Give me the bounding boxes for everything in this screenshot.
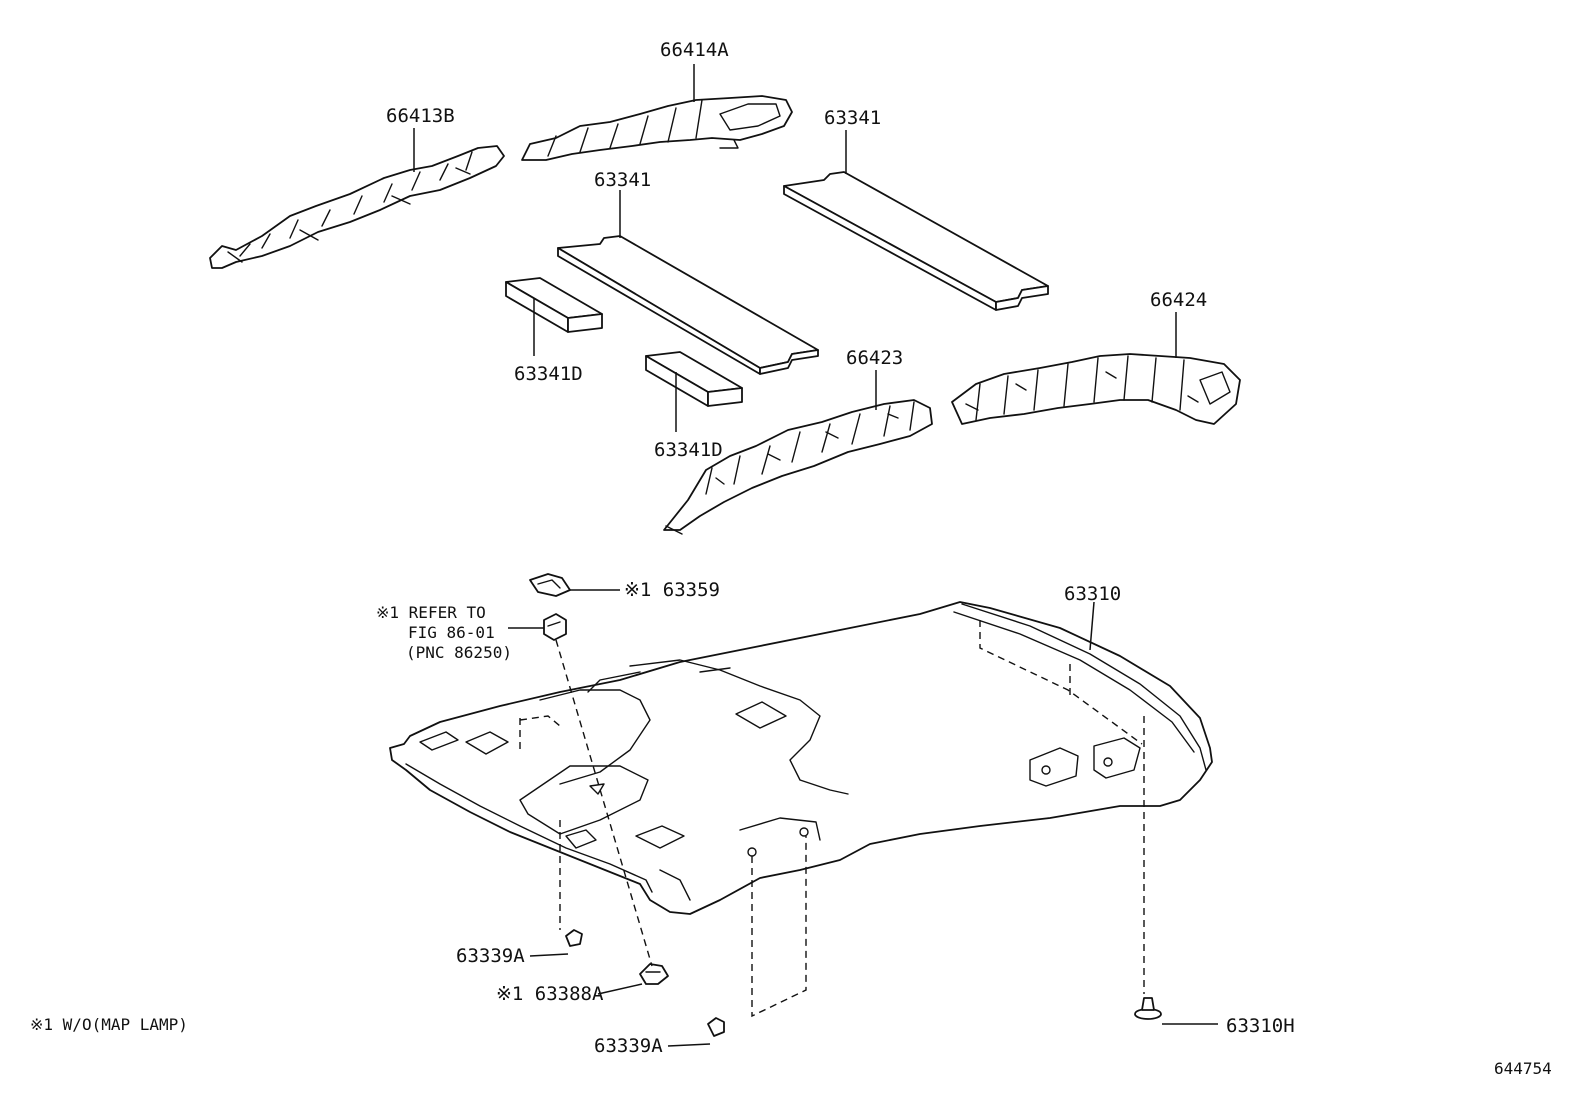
label-63341-center: 63341 <box>594 169 651 191</box>
leader-63339a-lower <box>667 1043 711 1047</box>
part-66413b-shape[interactable] <box>209 145 505 269</box>
leader-63310 <box>1089 601 1095 651</box>
leader-63339a-left <box>529 953 569 957</box>
label-66413b: 66413B <box>386 105 455 127</box>
part-63310-headlining[interactable] <box>389 601 1213 915</box>
part-63341-right-pad[interactable] <box>783 171 1049 311</box>
fit-line-63359 <box>555 639 653 967</box>
part-66414a-shape[interactable] <box>521 95 793 161</box>
label-63339a-lower: 63339A <box>594 1035 663 1057</box>
part-66424-shape[interactable] <box>951 353 1241 425</box>
label-63310: 63310 <box>1064 583 1121 605</box>
label-63388a: ※1 63388A <box>496 983 604 1005</box>
footnote: ※1 W/O(MAP LAMP) <box>30 1015 188 1034</box>
part-63341d-lower-block[interactable] <box>645 351 743 407</box>
label-63341d-upper: 63341D <box>514 363 583 385</box>
part-63339a-lower-clip[interactable] <box>707 1017 725 1037</box>
part-63341d-upper-block[interactable] <box>505 277 603 333</box>
label-66424: 66424 <box>1150 289 1207 311</box>
label-66414a: 66414A <box>660 39 729 61</box>
leader-63388a <box>597 983 643 995</box>
label-63310h: 63310H <box>1226 1015 1295 1037</box>
part-66423-shape[interactable] <box>663 399 933 535</box>
part-63339a-left-clip[interactable] <box>565 929 583 947</box>
diagram-id: 644754 <box>1494 1059 1552 1078</box>
part-63359-bracket[interactable] <box>529 573 571 597</box>
refer-note-line-2: FIG 86-01 <box>408 623 495 642</box>
label-63359: ※1 63359 <box>624 579 720 601</box>
refer-note-line-3: (PNC 86250) <box>406 643 512 662</box>
label-63341-right: 63341 <box>824 107 881 129</box>
part-63341-center-pad[interactable] <box>557 235 819 375</box>
label-63341d-lower: 63341D <box>654 439 723 461</box>
label-63339a-left: 63339A <box>456 945 525 967</box>
part-63388a-holder[interactable] <box>639 963 669 985</box>
label-66423: 66423 <box>846 347 903 369</box>
part-63310h-pin[interactable] <box>1134 997 1162 1020</box>
map-lamp-clip[interactable] <box>543 613 567 641</box>
refer-note-line-1: ※1 REFER TO <box>376 603 486 622</box>
